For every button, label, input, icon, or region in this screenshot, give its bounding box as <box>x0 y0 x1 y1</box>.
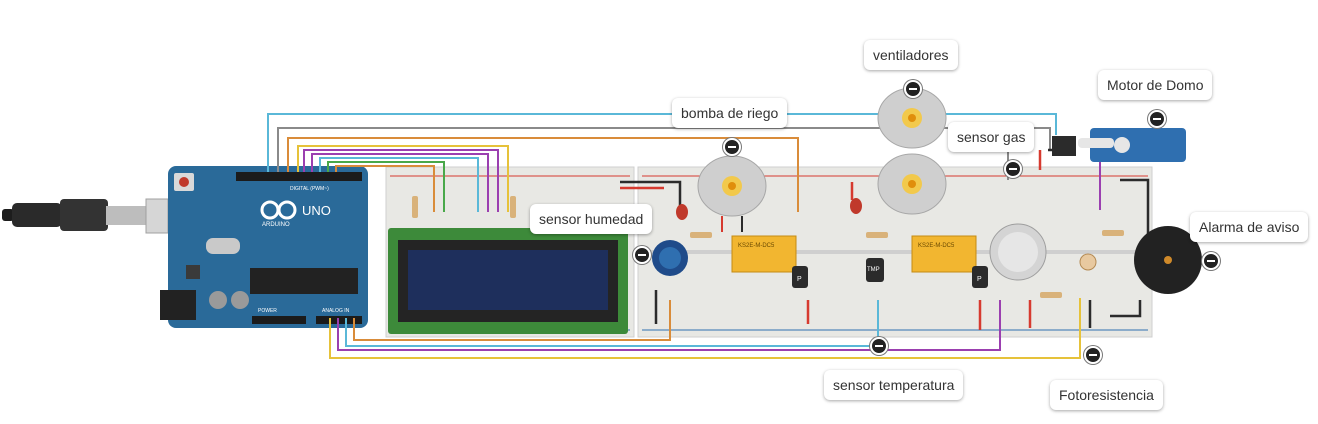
callout-fotoresistencia: Fotoresistencia <box>1050 380 1163 410</box>
arduino-logo-icon <box>260 200 297 220</box>
power-header-label: POWER <box>258 308 277 314</box>
transistor-right: P <box>972 266 988 288</box>
annotation-motor-domo-icon[interactable] <box>1148 110 1166 128</box>
callout-ventiladores: ventiladores <box>864 40 958 70</box>
annotation-humedad-icon[interactable] <box>633 246 651 264</box>
annotation-gas-icon[interactable] <box>1004 160 1022 178</box>
temperature-sensor-chip: TMP <box>866 258 884 282</box>
digital-header-label: DIGITAL (PWM~) <box>290 186 329 192</box>
annotation-temperatura-icon[interactable] <box>870 337 888 355</box>
relay-left-label: KS2E-M-DC5 <box>738 243 775 249</box>
relay-left: KS2E-M-DC5 <box>731 235 797 273</box>
humidity-potentiometer <box>652 240 688 276</box>
callout-sensor-gas: sensor gas <box>948 122 1035 152</box>
callout-sensor-temperatura: sensor temperatura <box>824 370 964 400</box>
fan-motor-top <box>877 87 947 149</box>
led-right <box>850 198 862 214</box>
transistor-right-label: P <box>977 276 982 283</box>
callout-alarma-de-aviso: Alarma de aviso <box>1190 212 1309 242</box>
power-wires <box>620 148 1150 330</box>
fan-motor-bottom <box>877 153 947 215</box>
annotation-bomba-icon[interactable] <box>723 138 741 156</box>
arduino-uno-board: UNO ARDUINO DIGITAL (PWM~) POWER ANALOG … <box>160 166 368 328</box>
lcd-display <box>388 228 628 334</box>
annotation-fotoresistencia-icon[interactable] <box>1084 346 1102 364</box>
annotation-alarma-icon[interactable] <box>1202 252 1220 270</box>
photoresistor-component <box>1079 253 1097 271</box>
callout-motor-de-domo: Motor de Domo <box>1098 70 1213 100</box>
temperature-chip-label: TMP <box>867 267 880 273</box>
transistor-left-label: P <box>797 276 802 283</box>
led-left <box>676 204 688 220</box>
transistor-left: P <box>792 266 808 288</box>
annotation-ventiladores-icon[interactable] <box>904 80 922 98</box>
callout-bomba-de-riego: bomba de riego <box>672 98 788 128</box>
arduino-brand-text: ARDUINO <box>262 222 290 228</box>
relay-right: KS2E-M-DC5 <box>911 235 977 273</box>
resistors <box>412 196 1124 298</box>
arduino-uno-text: UNO <box>302 203 331 218</box>
usb-cable <box>2 198 169 234</box>
callout-sensor-humedad: sensor humedad <box>530 204 653 234</box>
analog-header-label: ANALOG IN <box>322 308 350 314</box>
pump-motor <box>697 155 767 232</box>
gas-sensor-module <box>989 223 1047 281</box>
buzzer <box>1134 226 1202 294</box>
relay-right-label: KS2E-M-DC5 <box>918 243 955 249</box>
dome-servo <box>1052 128 1186 162</box>
